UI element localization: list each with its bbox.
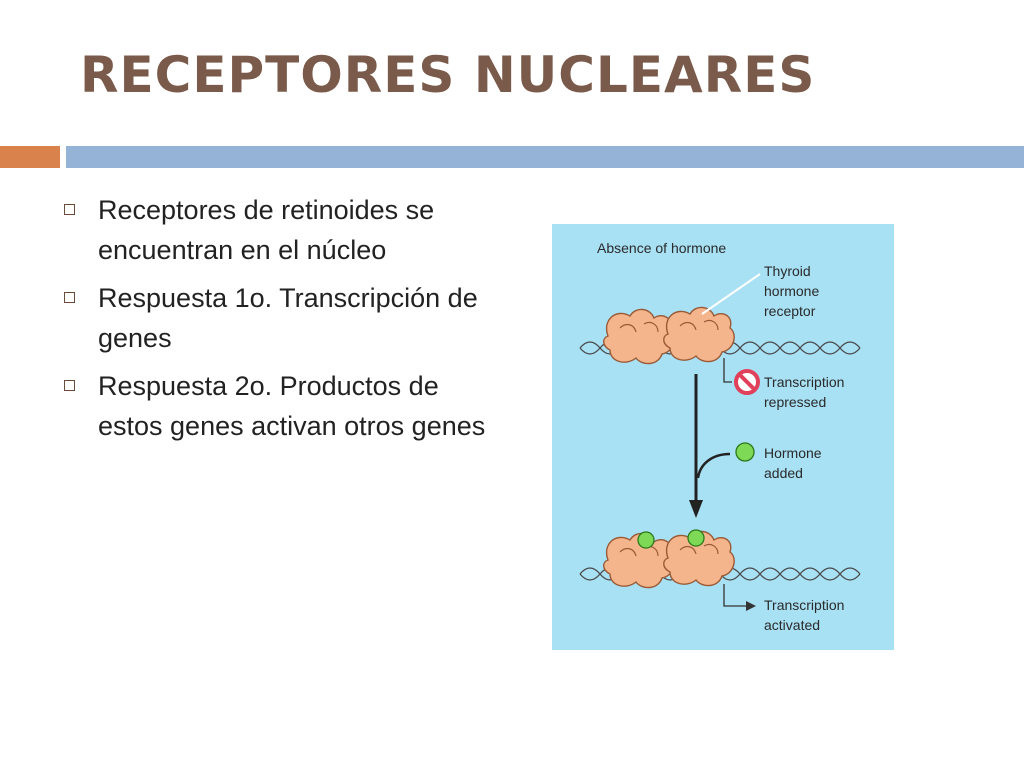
activated-arrow-head [746, 601, 756, 611]
bound-hormone-icon [637, 531, 655, 549]
receptor-label: Thyroid hormone receptor [764, 263, 823, 319]
receptor-pointer-line [701, 273, 761, 315]
square-bullet-icon [64, 204, 75, 215]
no-entry-icon [734, 369, 760, 395]
bullet-item: Respuesta 2o. Productos de estos genes a… [62, 366, 502, 446]
receptor-figure: Absence of hormone Thyroid hormone recep… [552, 224, 894, 650]
bullet-list: Receptores de retinoides se encuentran e… [62, 190, 502, 454]
accent-bar-blue [66, 146, 1024, 168]
bullet-item: Receptores de retinoides se encuentran e… [62, 190, 502, 270]
slide-title: Receptores nucleares [80, 46, 816, 104]
bullet-text: Respuesta 2o. Productos de estos genes a… [98, 371, 486, 441]
activated-arrow-line [723, 584, 748, 607]
square-bullet-icon [64, 292, 75, 303]
bullet-text: Respuesta 1o. Transcripción de genes [98, 283, 478, 353]
hormone-icon [735, 442, 755, 462]
bullet-text: Receptores de retinoides se encuentran e… [98, 195, 435, 265]
activated-label: Transcription activated [764, 597, 848, 633]
repressed-bracket [723, 358, 732, 383]
bullet-item: Respuesta 1o. Transcripción de genes [62, 278, 502, 358]
figure-background [552, 224, 894, 650]
accent-bar-orange [0, 146, 60, 168]
figure-header: Absence of hormone [597, 240, 726, 256]
square-bullet-icon [64, 380, 75, 391]
hormone-curved-arrow [696, 452, 731, 479]
repressed-label: Transcription repressed [764, 374, 848, 410]
process-arrow-head [689, 500, 703, 518]
bound-hormone-icon [687, 529, 705, 547]
hormone-label: Hormone added [764, 445, 825, 481]
